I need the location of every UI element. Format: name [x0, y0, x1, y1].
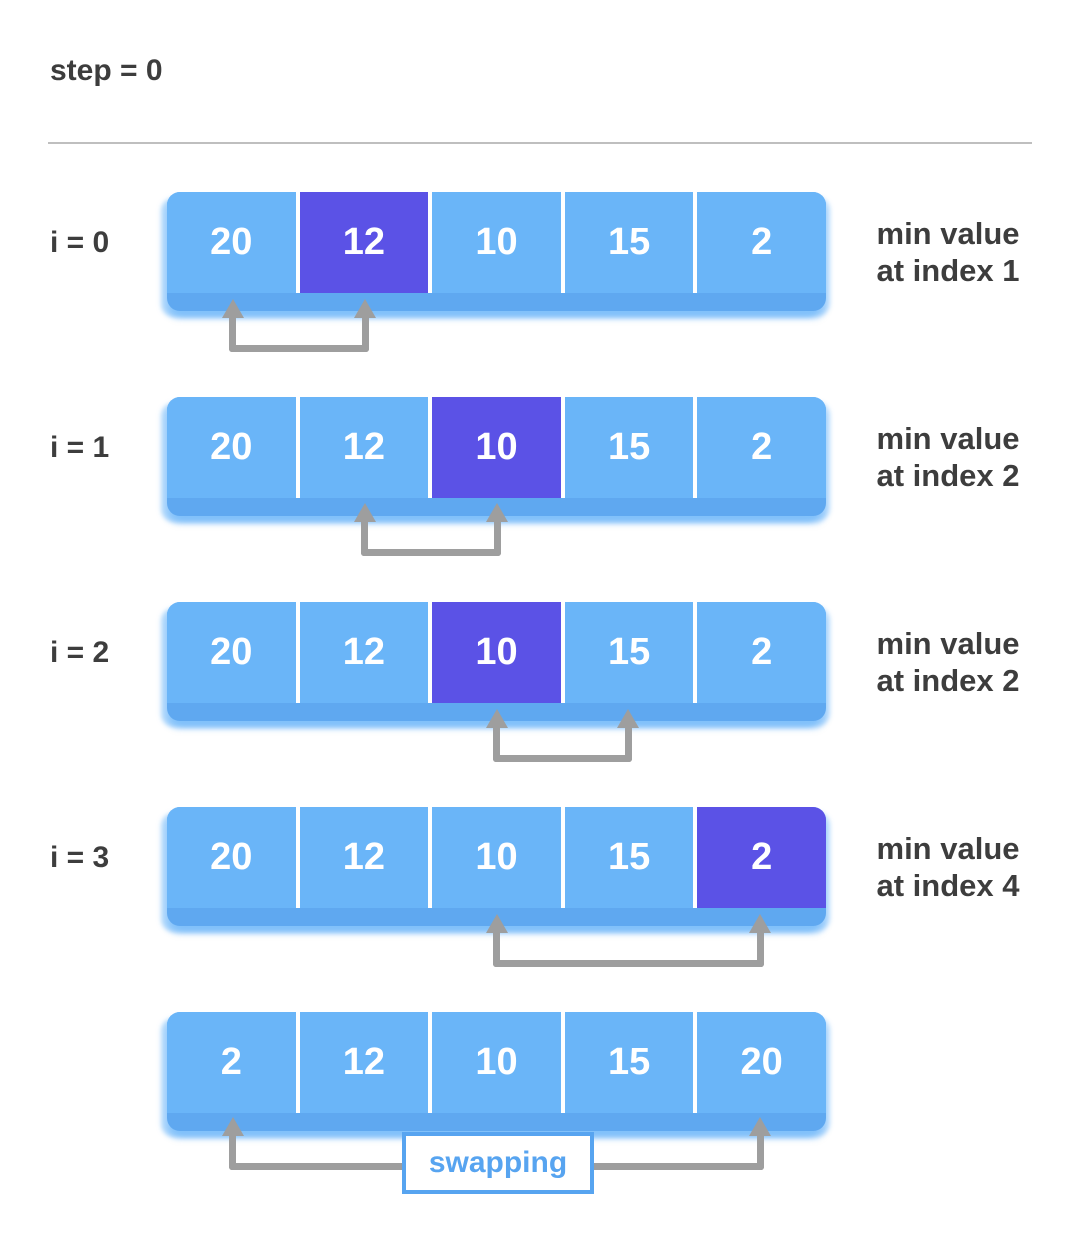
arrow-head-icon [354, 503, 376, 522]
array-cell: 10 [428, 1012, 561, 1113]
array-cell: 10 [428, 192, 561, 293]
compare-arrow-i2 [493, 727, 632, 762]
array-cell: 12 [295, 602, 429, 703]
min-value-caption-i1: min value at index 2 [853, 397, 1043, 516]
index-label-i1: i = 1 [50, 430, 110, 464]
array-cell: 2 [693, 602, 826, 703]
compare-arrow-i3 [493, 932, 764, 967]
arrow-head-icon [486, 709, 508, 728]
arrow-head-icon [749, 1117, 771, 1136]
array-cell: 20 [167, 602, 296, 703]
array-cell: 12 [295, 807, 429, 908]
swapping-label-box: swapping [402, 1132, 594, 1194]
array-cell: 15 [560, 602, 694, 703]
arrow-head-icon [222, 1117, 244, 1136]
index-label-i2: i = 2 [50, 635, 110, 669]
array-cell: 2 [693, 397, 826, 498]
caption-line: at index 1 [876, 252, 1020, 288]
array-bar-step-i3: 20 12 10 15 2 [167, 807, 826, 926]
index-label-i0: i = 0 [50, 225, 110, 259]
min-value-caption-i2: min value at index 2 [853, 602, 1043, 721]
array-cell: 12 [295, 1012, 429, 1113]
array-cell: 12 [295, 397, 429, 498]
array-cell-highlighted: 12 [295, 192, 429, 293]
compare-arrow-i1 [361, 521, 501, 556]
array-cell: 2 [167, 1012, 296, 1113]
array-cell: 15 [560, 807, 694, 908]
array-cell: 20 [167, 192, 296, 293]
caption-line: min value [876, 420, 1020, 456]
arrow-head-icon [486, 914, 508, 933]
min-value-caption-i0: min value at index 1 [853, 192, 1043, 311]
arrow-head-icon [222, 299, 244, 318]
index-label-i3: i = 3 [50, 840, 110, 874]
array-cells: 2 12 10 15 20 [167, 1012, 826, 1113]
array-cell: 10 [428, 807, 561, 908]
arrow-head-icon [617, 709, 639, 728]
array-cell-highlighted: 2 [693, 807, 826, 908]
caption-line: min value [876, 215, 1020, 251]
caption-line: at index 2 [876, 662, 1020, 698]
array-cell-highlighted: 10 [428, 397, 561, 498]
swapping-label: swapping [428, 1146, 568, 1179]
array-cell: 20 [693, 1012, 826, 1113]
array-bar-step-i1: 20 12 10 15 2 [167, 397, 826, 516]
array-cells: 20 12 10 15 2 [167, 192, 826, 293]
caption-line: at index 4 [876, 867, 1020, 903]
array-bar-result: 2 12 10 15 20 [167, 1012, 826, 1131]
array-cell: 20 [167, 397, 296, 498]
array-cells: 20 12 10 15 2 [167, 397, 826, 498]
array-cell: 15 [560, 1012, 694, 1113]
arrow-head-icon [354, 299, 376, 318]
arrow-head-icon [749, 914, 771, 933]
array-cell: 20 [167, 807, 296, 908]
divider-line [48, 142, 1032, 144]
array-bar-step-i0: 20 12 10 15 2 [167, 192, 826, 311]
array-cells: 20 12 10 15 2 [167, 602, 826, 703]
array-bar-step-i2: 20 12 10 15 2 [167, 602, 826, 721]
caption-line: at index 2 [876, 457, 1020, 493]
min-value-caption-i3: min value at index 4 [853, 807, 1043, 926]
compare-arrow-i0 [229, 317, 369, 352]
caption-line: min value [876, 830, 1020, 866]
step-title: step = 0 [50, 54, 163, 87]
array-cell: 15 [560, 192, 694, 293]
array-cell-highlighted: 10 [428, 602, 561, 703]
array-cell: 15 [560, 397, 694, 498]
array-cell: 2 [693, 192, 826, 293]
arrow-head-icon [486, 503, 508, 522]
array-cells: 20 12 10 15 2 [167, 807, 826, 908]
caption-line: min value [876, 625, 1020, 661]
